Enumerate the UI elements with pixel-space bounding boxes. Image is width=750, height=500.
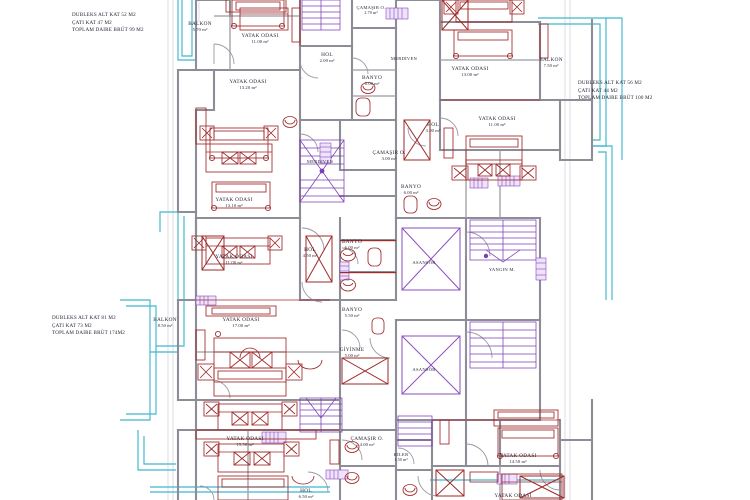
elevator-cars	[201, 0, 565, 499]
annotation-bottom-left: DUBLEKS ALT KAT 81 M2 ÇATI KAT 73 M2 TOP…	[52, 315, 126, 337]
unit-outline-accent	[196, 0, 560, 431]
guide-lines	[167, 0, 571, 500]
annotation-top-left: DUBLEKS ALT KAT 52 M2 ÇATI KAT 47 M2 TOP…	[72, 12, 144, 34]
staircases	[195, 0, 547, 485]
door-swings	[199, 43, 561, 500]
annotation-top-right: DUBLEKS ALT KAT 56 M2 ÇATI KAT 44 M2 TOP…	[578, 80, 653, 102]
